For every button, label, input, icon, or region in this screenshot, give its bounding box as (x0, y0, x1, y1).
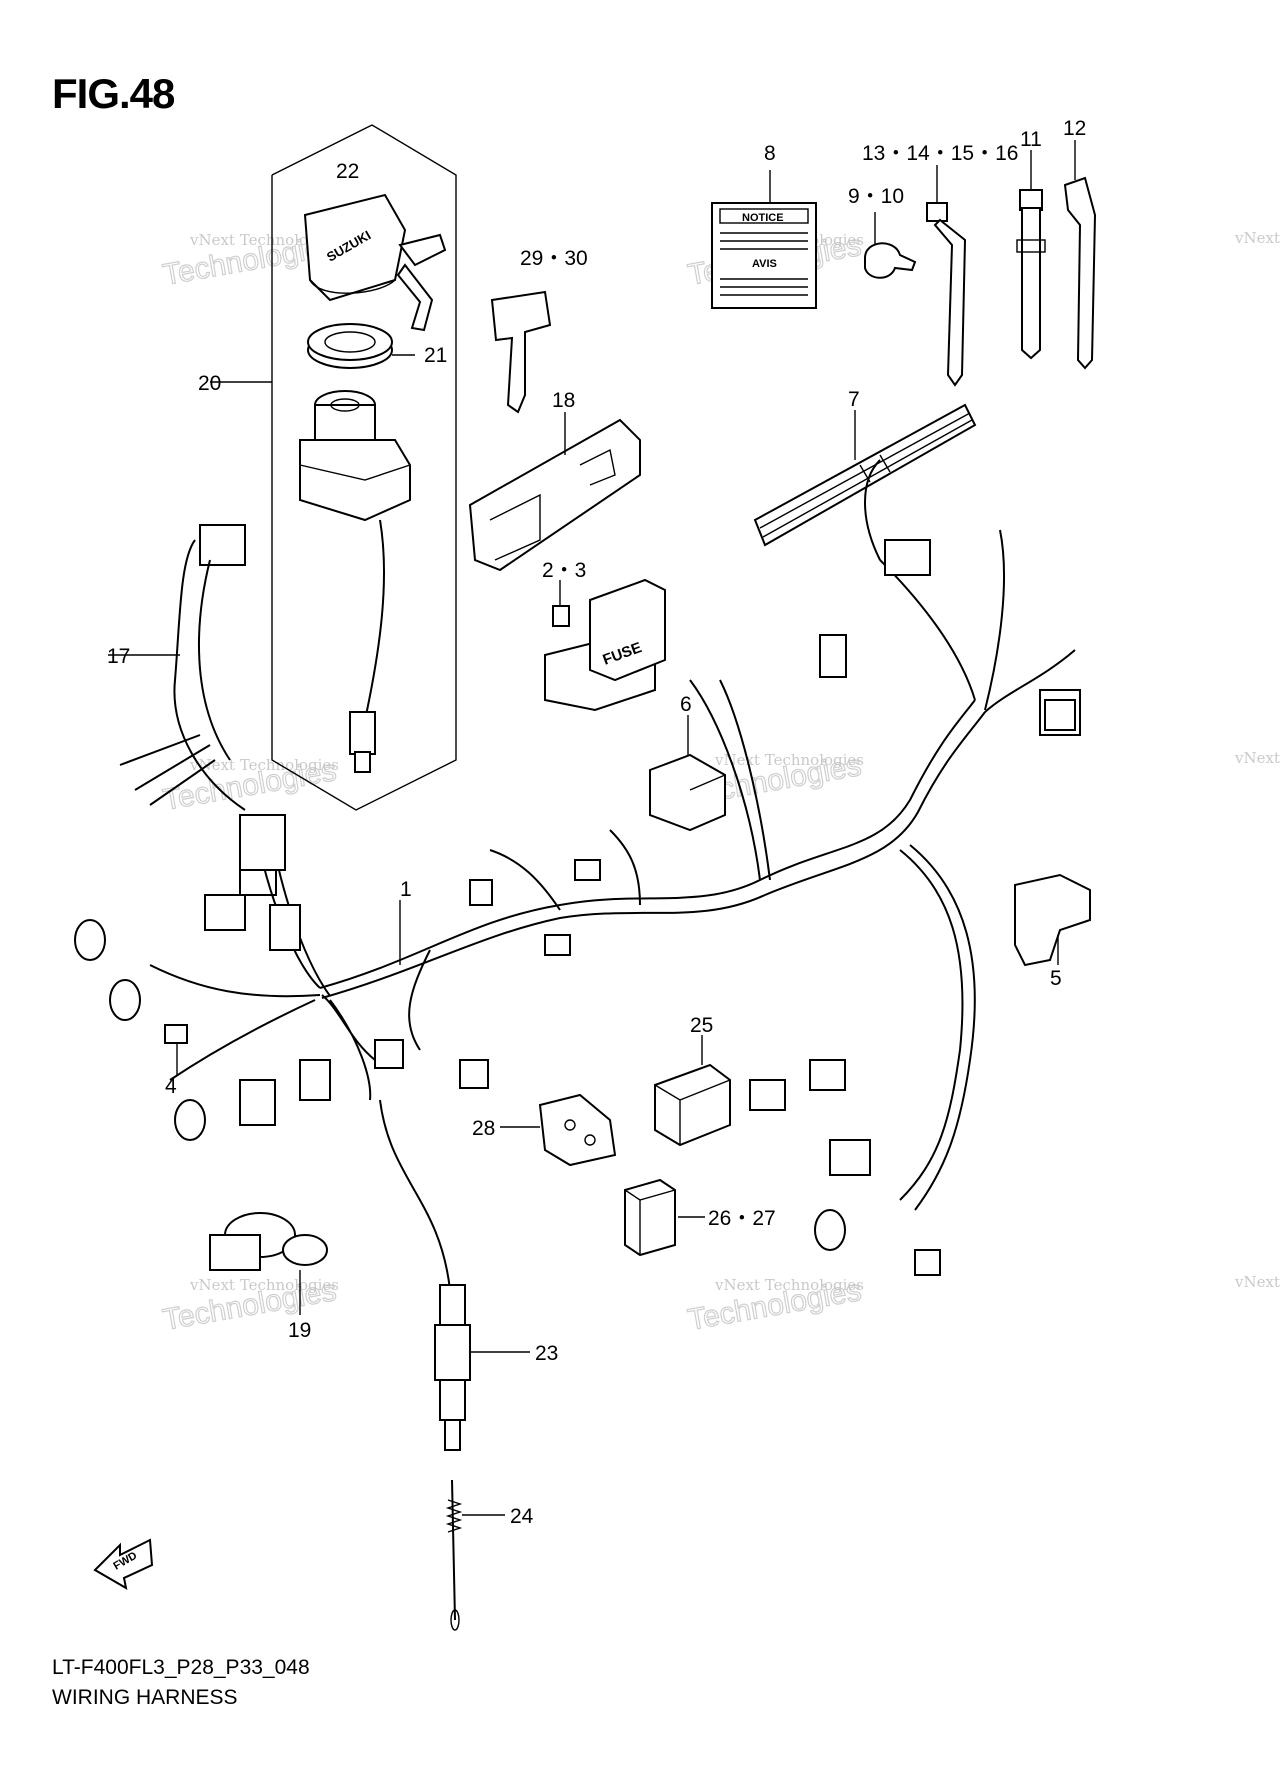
callout-24: 24 (510, 1505, 534, 1528)
callout-20: 20 (198, 372, 221, 395)
figure-code: LT-F400FL3_P28_P33_048 (52, 1656, 310, 1679)
watermark-text: vNext Technologies (189, 756, 339, 774)
tie-part (1063, 140, 1097, 370)
strap-part (1016, 150, 1046, 360)
callout-5: 5 (1050, 967, 1062, 990)
callout-12: 12 (1063, 117, 1086, 140)
figure-title: FIG.48 (52, 70, 175, 117)
callout-11: 11 (1020, 128, 1042, 151)
bracket-part (468, 412, 641, 572)
callout-18: 18 (552, 389, 575, 412)
callout-22: 22 (336, 160, 359, 183)
callout-1: 1 (400, 878, 412, 901)
oxygen-sensor-part (379, 1099, 530, 1451)
fuse-holder-part: FUSE (544, 578, 666, 712)
callout-4: 4 (165, 1075, 177, 1098)
rubber-cap-part (649, 715, 726, 832)
clamp-part (864, 212, 917, 279)
main-harness-part (74, 459, 1081, 1276)
notice-label-part: NOTICE AVIS (711, 170, 817, 309)
watermark-text: vNext (1234, 749, 1280, 767)
callout-28: 28 (472, 1117, 495, 1140)
figure-name: WIRING HARNESS (52, 1686, 238, 1709)
notice-text: NOTICE (742, 212, 784, 224)
protector-tube-part (753, 403, 977, 547)
key-blank-part (490, 290, 552, 414)
callout-26-27: 26・27 (708, 1207, 776, 1230)
ignition-group-outline (210, 124, 457, 811)
callout-23: 23 (535, 1342, 558, 1365)
cable-tie-part (926, 165, 967, 387)
callout-9-10: 9・10 (848, 185, 904, 208)
plate-part (500, 1093, 617, 1167)
watermark-text: vNext Technologies (189, 1276, 339, 1294)
spring-rod-part (445, 1479, 505, 1631)
callout-2-3: 2・3 (542, 559, 586, 582)
watermark-text: vNext (1234, 1273, 1280, 1291)
avis-text: AVIS (752, 258, 777, 270)
callout-labels: 1 2・3 4 5 6 7 8 9・10 11 12 13・14・15・16 1… (107, 117, 1086, 1528)
callout-7: 7 (848, 388, 860, 411)
callout-13-16: 13・14・15・16 (862, 142, 1018, 165)
callout-17: 17 (107, 645, 130, 668)
ignition-cap-part: SUZUKI (303, 193, 447, 332)
callout-19: 19 (288, 1319, 311, 1342)
callout-25: 25 (690, 1014, 713, 1037)
fwd-arrow-icon: FWD (93, 1538, 154, 1590)
ignition-switch-part (299, 390, 411, 773)
callout-6: 6 (680, 693, 692, 716)
sensor-part (209, 1212, 328, 1315)
callout-21: 21 (424, 344, 447, 367)
small-connector-part (164, 1024, 188, 1075)
watermark-text: vNext Technologies (714, 1276, 864, 1294)
relay-part (654, 1035, 731, 1147)
callout-8: 8 (764, 142, 776, 165)
watermark-text: vNext Technologies (714, 751, 864, 769)
boot-part (1014, 873, 1091, 967)
connector-part (624, 1178, 705, 1257)
watermark-text: vNext Technologies (189, 231, 339, 249)
callout-29-30: 29・30 (520, 247, 588, 270)
watermark-text: vNext (1234, 229, 1280, 247)
lock-nut-part (307, 323, 415, 369)
